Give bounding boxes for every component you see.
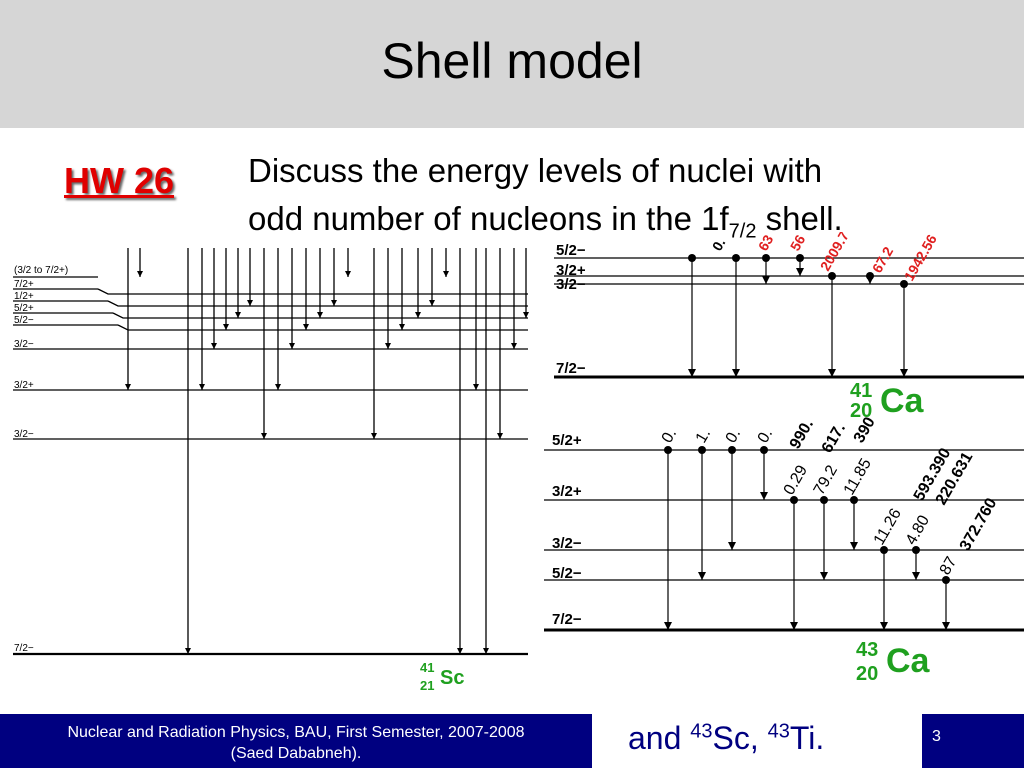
ca43-gamma-label: 0. [723,426,744,446]
ca43-gamma-label: 0. [755,426,776,446]
ca43-level-label: 7/2− [552,611,582,628]
ca43-gamma-label: 11.85 [841,456,875,498]
ca43-gamma-label: 4.80 [903,512,933,548]
slide-title: Shell model [381,33,643,89]
sc41-level-label: 5/2+ [14,303,34,314]
footer-credit-line-1: Nuclear and Radiation Physics, BAU, Firs… [67,724,525,741]
ca43-gamma-label: 390 [851,414,879,446]
ca43-level-label: 5/2− [552,565,582,582]
ca43-atomic-number: 20 [856,663,878,685]
ca41-gamma-label: 56 [787,232,809,254]
ca41-level-label: 3/2+ [556,262,586,279]
sc41-level-label: 5/2− [14,315,34,326]
ca43-level-label: 3/2+ [552,483,582,500]
ca41-mass-number: 41 [850,380,872,402]
ca41-level-label: 3/2− [556,276,586,293]
task-text: Discuss the energy levels of nuclei with… [248,147,1008,256]
ca43-gamma-label: 990. [787,417,817,452]
ca43-level-scheme: 5/2+ 3/2+ 3/2− 5/2− 7/2− 0. 1. 0. 0. 990… [544,414,1024,685]
ca43-gamma-label: 617. [819,421,849,456]
task-line-1: Discuss the energy levels of nuclei with [248,152,823,189]
sc41-level-label: 7/2− [14,643,34,654]
ca41-gamma-label: 0. [709,235,729,253]
ca41-gamma-label: 63 [755,232,777,254]
note-sc-mass: 43 [690,720,713,743]
ca43-symbol: Ca [886,642,931,680]
ca43-gamma-label: 11.26 [871,506,905,548]
note-ti-mass: 43 [767,720,790,743]
ca43-level-label: 3/2− [552,535,582,552]
sc41-symbol: Sc [440,667,464,689]
ca41-symbol: Ca [880,382,925,420]
ca43-gamma-label: 87 [937,554,961,578]
page-number: 3 [932,728,941,745]
ca43-gamma-label: 372.760 [957,495,1001,554]
note-sc: Sc, [712,720,768,756]
ca43-gamma-label: 0.29 [781,462,811,498]
sc41-level-label: (3/2 to 7/2+) [14,265,68,276]
sc41-level-scheme: (3/2 to 7/2+) 7/2+ 1/2+ 5/2+ 5/2− 3/2− 3… [13,248,529,693]
ca41-level-label: 7/2− [556,360,586,377]
ca41-atomic-number: 20 [850,400,872,422]
sc41-level-label: 3/2− [14,429,34,440]
ca43-gamma-label: 79.2 [811,462,841,498]
ca43-gamma-label: 1. [693,426,714,446]
footer-note-box [592,714,922,768]
ca43-mass-number: 43 [856,639,878,661]
additional-nuclei-note: and 43Sc, 43Ti. [628,720,824,757]
task-line-2: odd number of nucleons in the 1f [248,200,729,237]
sc41-level-label: 7/2+ [14,279,34,290]
homework-label: HW 26 [64,160,175,201]
sc41-level-label: 1/2+ [14,291,34,302]
sc41-mass-number: 41 [420,660,434,675]
footer-credit: Nuclear and Radiation Physics, BAU, Firs… [0,722,592,764]
sc41-atomic-number: 21 [420,678,434,693]
task-line-2-end: shell. [756,200,843,237]
note-and: and [628,720,691,756]
note-ti: Ti. [789,720,825,756]
footer-credit-line-2: (Saed Dababneh). [230,745,362,762]
ca43-level-label: 5/2+ [552,432,582,449]
title-bar [0,0,1024,128]
sc41-level-label: 3/2+ [14,380,34,391]
ca43-gamma-label: 0. [659,426,680,446]
sc41-level-label: 3/2− [14,339,34,350]
ca41-gamma-label: 2009.7 [817,232,852,274]
task-subscript: 7/2 [728,220,757,243]
ca41-level-scheme: 5/2− 3/2+ 3/2− 7/2− 0. 63 56 2009.7 67.2… [554,232,1024,422]
ca41-level-label: 5/2− [556,242,586,259]
ca41-gamma-label: 67.2 [869,244,897,276]
